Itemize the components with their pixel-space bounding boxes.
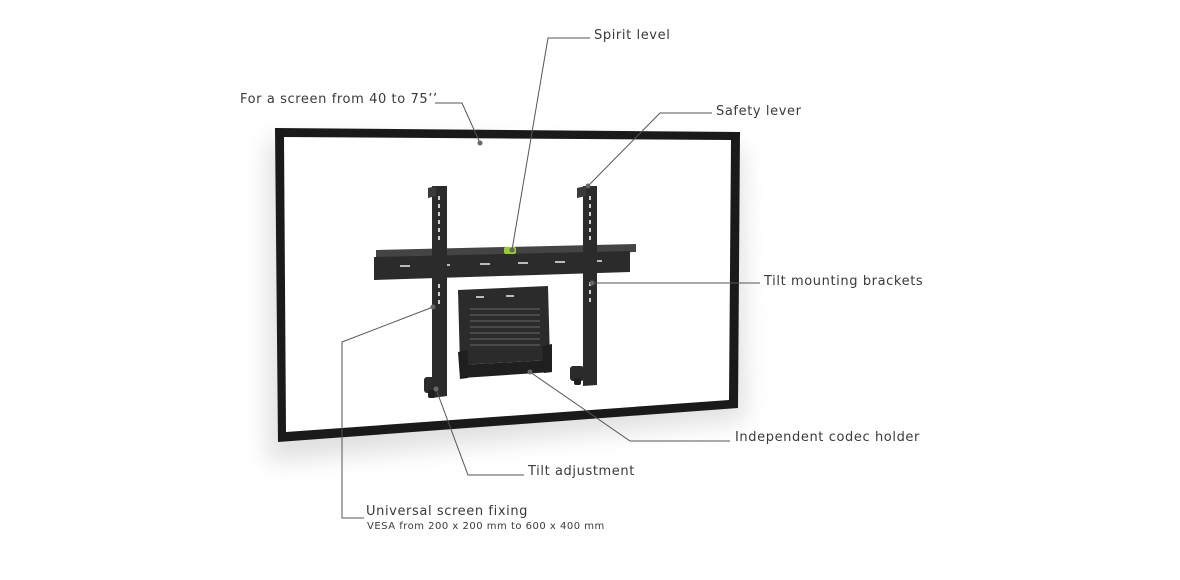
- leader-tilt-adjustment: [435, 388, 524, 476]
- codec-holder: [458, 286, 552, 379]
- label-safety-lever: Safety lever: [716, 104, 802, 119]
- label-tilt-adjustment: Tilt adjustment: [528, 464, 635, 479]
- label-screen-size: For a screen from 40 to 75’’: [240, 92, 438, 107]
- label-codec-holder: Independent codec holder: [735, 430, 920, 445]
- tilt-knob-right: [570, 366, 584, 385]
- left-tilt-bracket: [428, 186, 447, 398]
- leader-codec-holder: [529, 371, 730, 442]
- label-spirit-level: Spirit level: [594, 28, 671, 43]
- label-universal-fixing: Universal screen fixing: [366, 504, 529, 519]
- leader-universal-fixing: [341, 306, 434, 519]
- leader-safety-lever: [587, 112, 712, 187]
- label-vesa-range: VESA from 200 x 200 mm to 600 x 400 mm: [367, 521, 605, 532]
- leader-spirit-level: [511, 37, 590, 251]
- label-tilt-brackets: Tilt mounting brackets: [764, 274, 924, 289]
- leader-lines: [341, 37, 760, 519]
- screen-frame: [275, 128, 740, 442]
- leader-dots: [430, 140, 595, 392]
- leader-screen-size: [435, 102, 481, 144]
